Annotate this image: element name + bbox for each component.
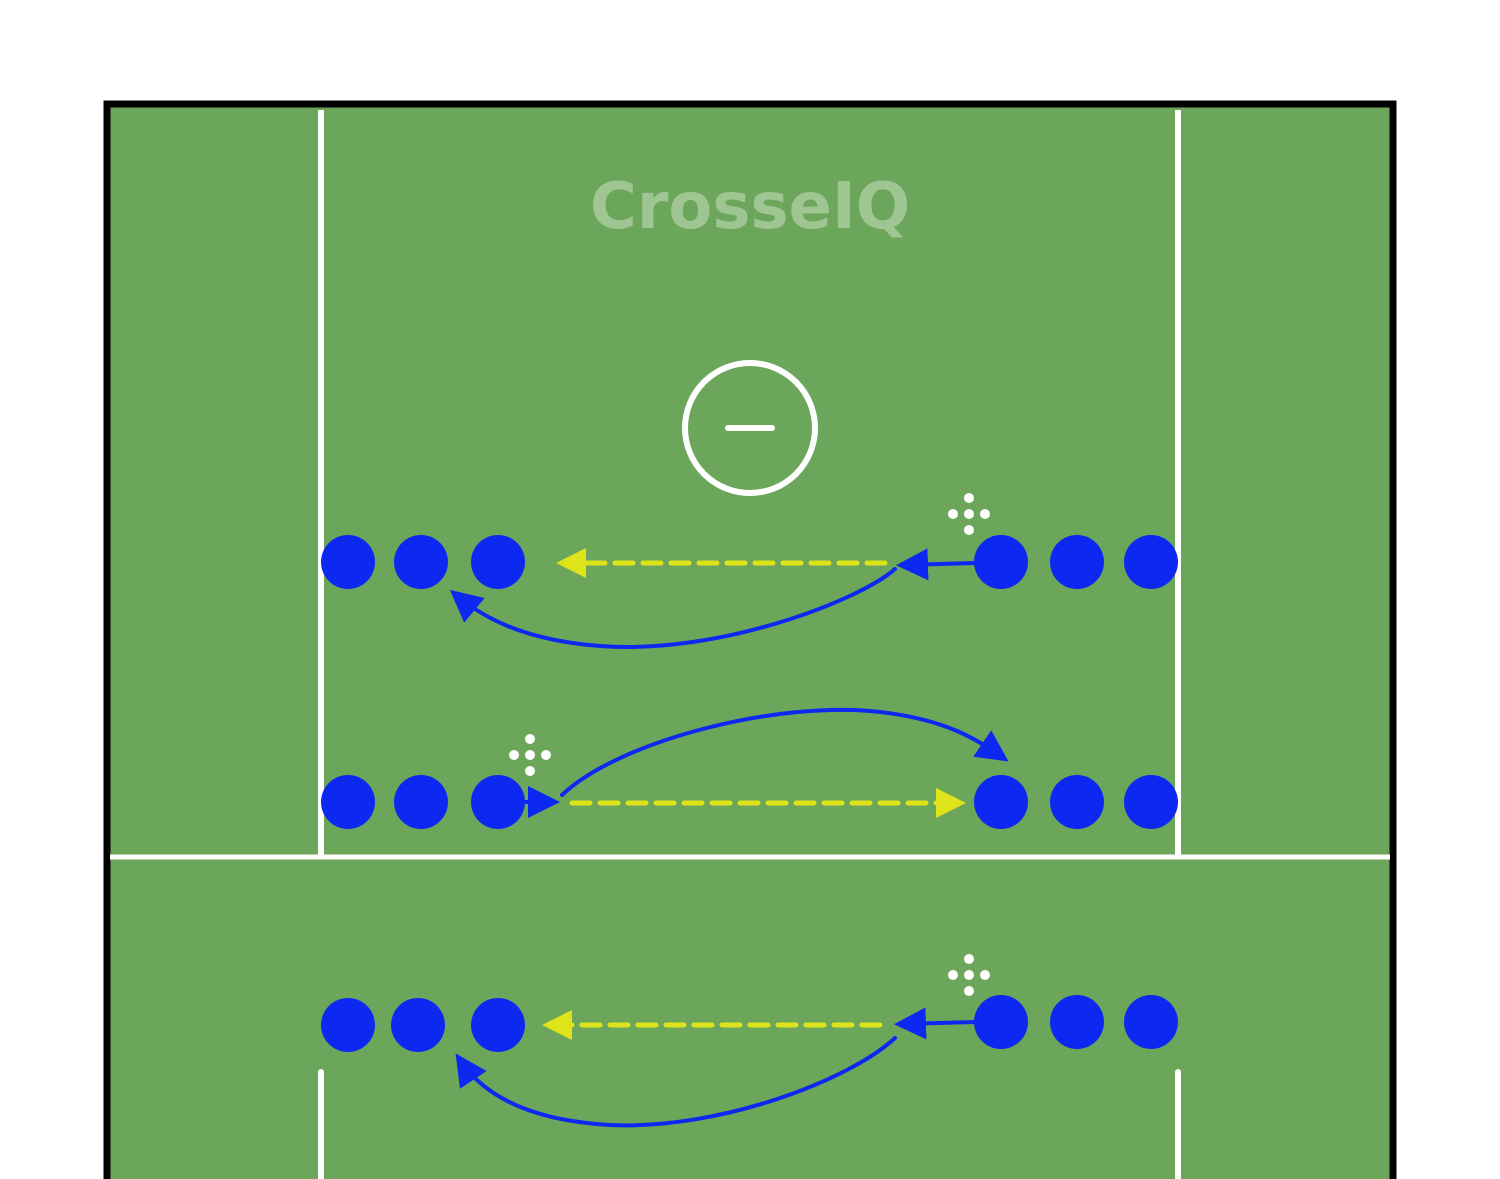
row1-carry-arrow: [896, 548, 977, 581]
ball-marker-icon: [948, 954, 990, 996]
player: [1124, 995, 1178, 1049]
logo-watermark: CrosseIQ: [590, 170, 910, 244]
row3-carry-arrow: [894, 1007, 977, 1040]
player: [1124, 535, 1178, 589]
player: [394, 535, 448, 589]
row3-cut-arrow: [455, 1036, 897, 1128]
player: [1050, 995, 1104, 1049]
row2-cut-arrow: [560, 707, 1009, 797]
goal-crease: [682, 360, 818, 496]
player: [471, 998, 525, 1052]
ball-marker-icon: [948, 493, 990, 535]
player: [391, 998, 445, 1052]
player: [394, 775, 448, 829]
player: [1050, 775, 1104, 829]
player: [321, 535, 375, 589]
player: [471, 535, 525, 589]
player: [321, 998, 375, 1052]
player: [1050, 535, 1104, 589]
player: [974, 775, 1028, 829]
player: [1124, 775, 1178, 829]
ball-marker-icon: [509, 734, 551, 776]
player: [974, 535, 1028, 589]
player: [471, 775, 525, 829]
player: [321, 775, 375, 829]
row1-cut-arrow: [449, 567, 897, 649]
field-border: [103, 100, 1397, 1179]
player: [974, 995, 1028, 1049]
